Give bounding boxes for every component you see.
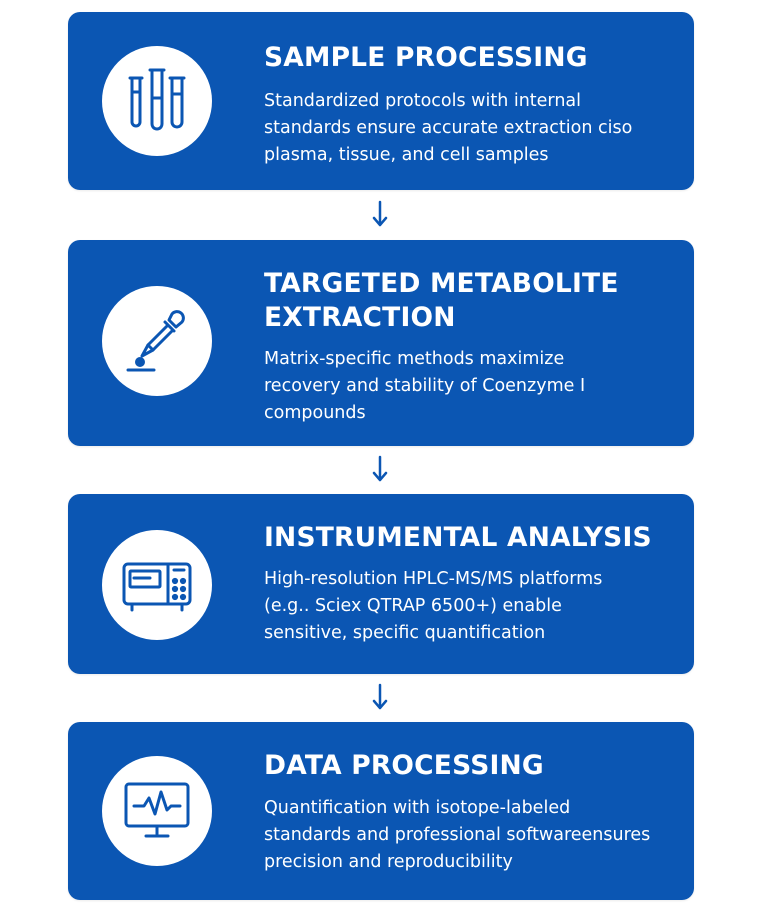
step-description: Standardized protocols with internal sta… — [264, 91, 633, 165]
icon-badge — [102, 286, 212, 396]
step-title: DATA PROCESSING — [264, 750, 544, 781]
icon-badge — [102, 46, 212, 156]
monitor-chart-icon — [124, 782, 190, 838]
step-title: INSTRUMENTAL ANALYSIS — [264, 522, 652, 553]
step-description: High-resolution HPLC-MS/MS platforms (e.… — [264, 569, 603, 643]
icon-badge — [102, 756, 212, 866]
step-card-targeted-extraction: TARGETED METABOLITE EXTRACTION Matrix-sp… — [68, 240, 694, 446]
arrow-down-icon — [372, 683, 388, 710]
arrow-down-icon — [372, 200, 388, 227]
step-description: Quantification with isotope-labeled stan… — [264, 798, 651, 872]
step-title: TARGETED METABOLITE EXTRACTION — [264, 268, 619, 333]
icon-badge — [102, 530, 212, 640]
arrow-down-icon — [372, 455, 388, 482]
step-card-instrumental-analysis: INSTRUMENTAL ANALYSIS High-resolution HP… — [68, 494, 694, 674]
instrument-icon — [122, 562, 192, 612]
test-tubes-icon — [128, 68, 186, 131]
step-description: Matrix-specific methods maximize recover… — [264, 349, 586, 423]
pipette-icon — [126, 310, 185, 372]
step-card-sample-processing: SAMPLE PROCESSING Standardized protocols… — [68, 12, 694, 190]
step-title: SAMPLE PROCESSING — [264, 42, 588, 73]
step-card-data-processing: DATA PROCESSING Quantification with isot… — [68, 722, 694, 900]
